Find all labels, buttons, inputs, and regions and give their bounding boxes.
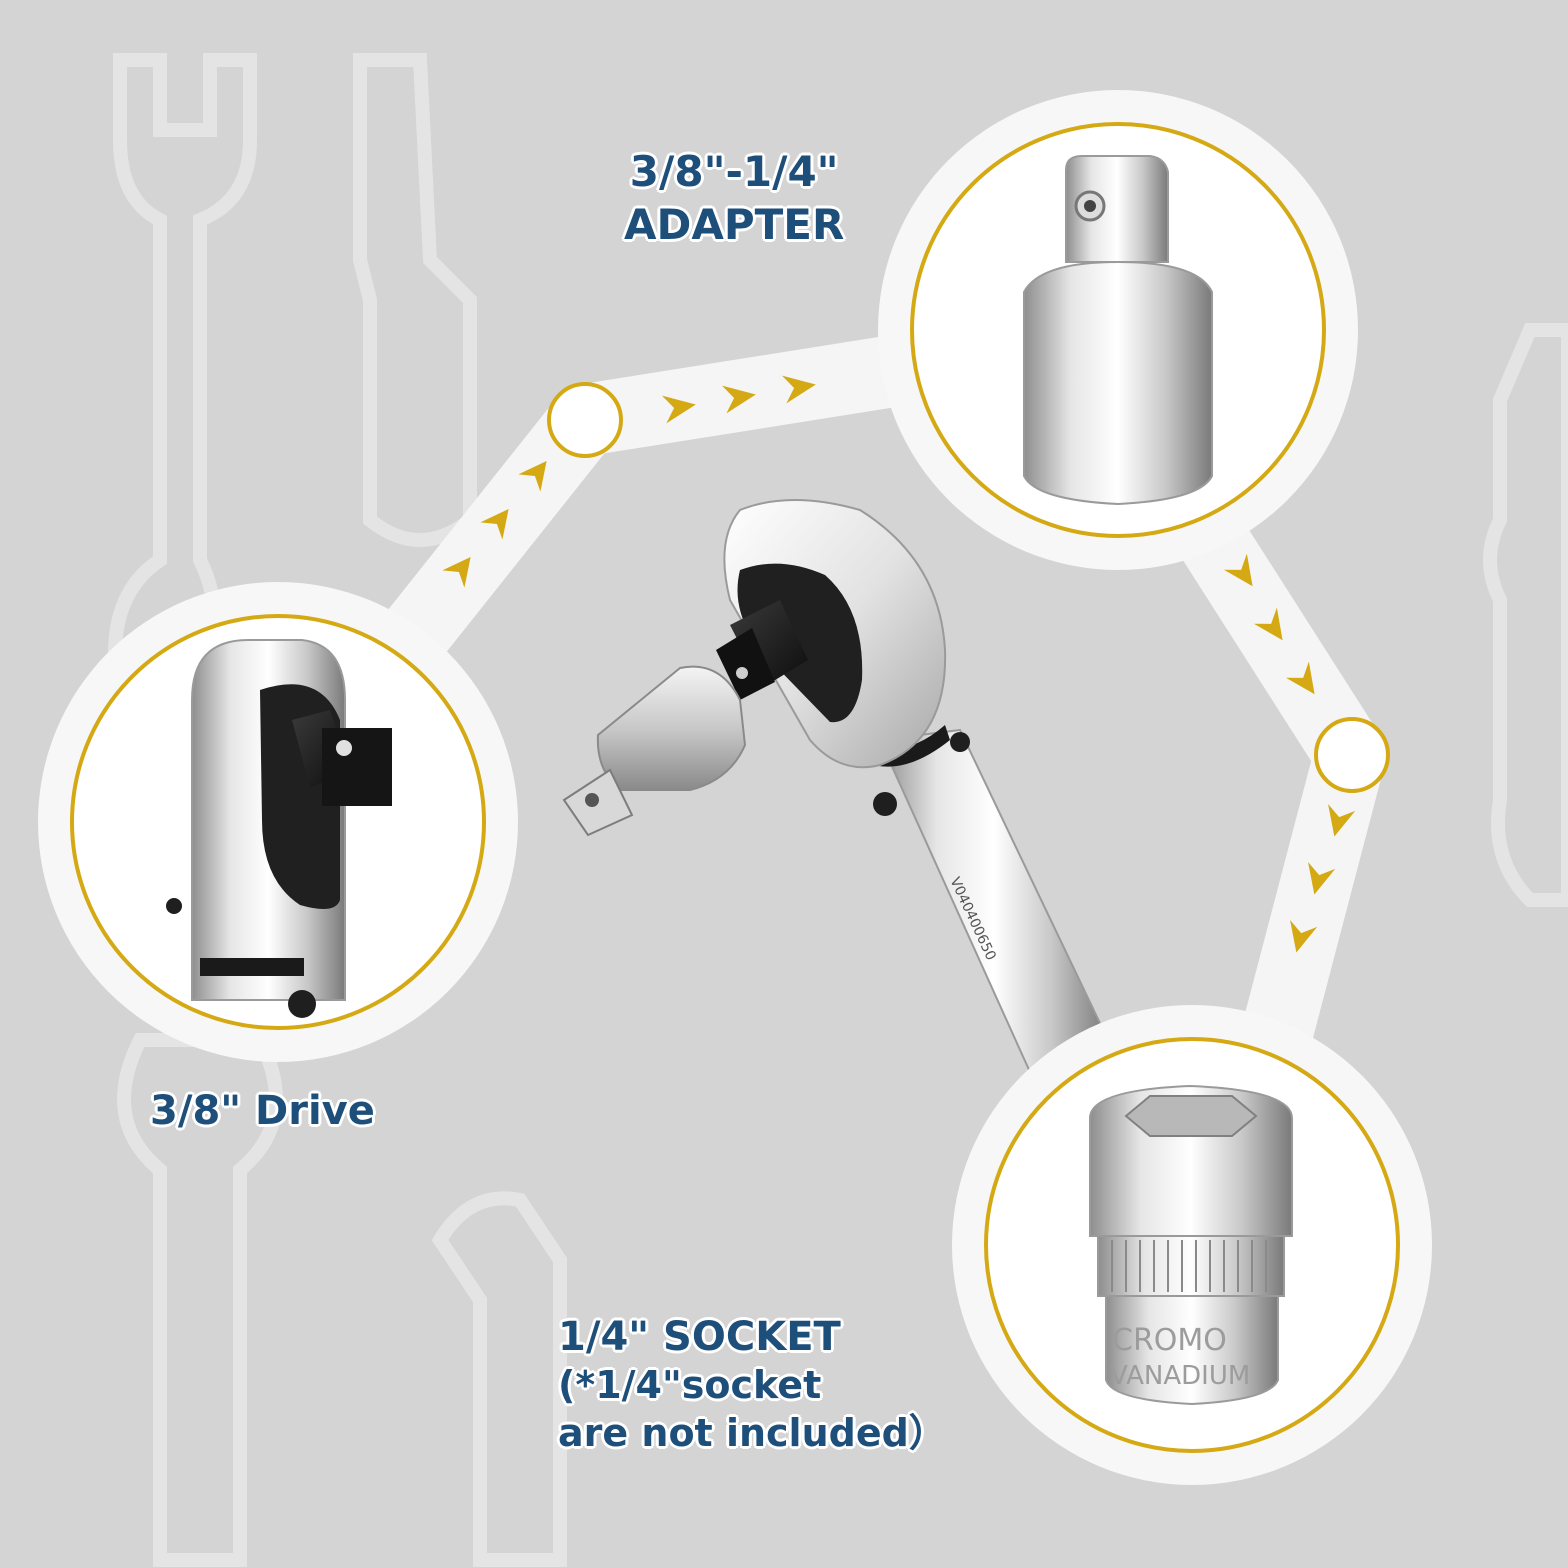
torque-wrench: V040400650 xyxy=(562,499,1110,1074)
socket-label-line1: 1/4" SOCKET xyxy=(558,1314,841,1360)
drive-square-icon xyxy=(322,728,392,806)
flow-arrow-icon xyxy=(480,508,509,540)
drive-square-front xyxy=(716,628,775,700)
adapter-label-line1: 3/8"-1/4" xyxy=(629,147,839,196)
adapter-on-wrench xyxy=(562,665,747,837)
wrench-screw xyxy=(950,732,970,752)
flow-arrow-icon xyxy=(662,395,696,424)
flow-arrow-icon xyxy=(722,385,756,414)
drive-label-line1: 3/8" Drive xyxy=(150,1088,375,1134)
socket-marking-top: CROMO xyxy=(1112,1323,1227,1358)
flow-arrow-icon xyxy=(442,556,471,588)
flow-arrow-icon xyxy=(1253,607,1283,641)
drive-detail-circle xyxy=(38,582,518,1062)
wrench-handle xyxy=(878,728,1110,1074)
path-node xyxy=(547,382,623,458)
flow-arrows xyxy=(442,375,1356,953)
wrench-silhouette-icon xyxy=(117,1033,283,1567)
socket-detail-circle: CROMO VANADIUM xyxy=(952,1005,1432,1485)
path-node xyxy=(1314,717,1390,793)
adapter-label-line2: ADAPTER xyxy=(624,199,845,249)
socket-note-line1: (*1/4"socket xyxy=(558,1363,822,1407)
flow-arrow-icon xyxy=(1290,920,1318,953)
socket-marking-bottom: VANADIUM xyxy=(1110,1361,1250,1391)
drive-ball xyxy=(736,667,748,679)
flow-arrow-icon xyxy=(518,460,547,492)
flow-arrow-icon xyxy=(1223,553,1253,587)
adapter-label: 3/8"-1/4" ADAPTER xyxy=(624,146,844,251)
adapter-detail-circle xyxy=(878,90,1358,570)
wrench-silhouette-icon xyxy=(431,1191,567,1567)
ratchet-head-detail xyxy=(166,639,392,1018)
flow-arrow-icon xyxy=(1308,862,1336,895)
screwdriver-silhouette-icon xyxy=(353,53,477,547)
screwdriver-silhouette-icon xyxy=(1483,323,1568,907)
socket-label: 1/4" SOCKET (*1/4"socket are not include… xyxy=(558,1312,947,1457)
wrench-screw xyxy=(873,792,897,816)
flow-arrow-icon xyxy=(782,375,816,404)
drive-label: 3/8" Drive xyxy=(150,1086,375,1136)
drive-square xyxy=(730,600,808,688)
socket-note-line2: are not included） xyxy=(558,1410,947,1455)
socket-icon: CROMO VANADIUM xyxy=(1089,1084,1293,1406)
adapter-icon xyxy=(1023,155,1213,506)
flow-arrow-icon xyxy=(1328,804,1356,837)
wrench-ring xyxy=(200,958,304,976)
flow-arrow-icon xyxy=(1285,661,1315,695)
